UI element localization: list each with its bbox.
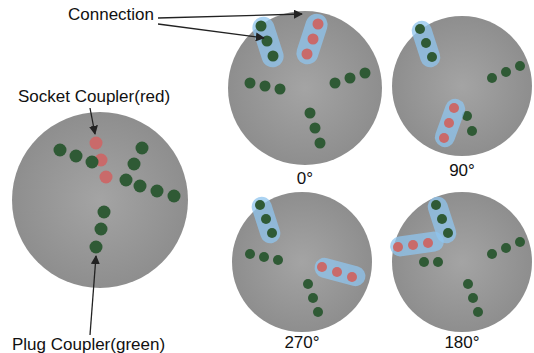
rotation-disc bbox=[389, 192, 532, 332]
rotation-disc bbox=[228, 11, 382, 165]
callout-label: Plug Coupler(green) bbox=[12, 336, 165, 353]
leader-line bbox=[90, 14, 302, 335]
rotation-disc bbox=[232, 192, 372, 332]
callout-label: Connection bbox=[68, 6, 154, 25]
rotation-disc bbox=[392, 16, 532, 156]
coupler-disc bbox=[12, 112, 188, 288]
callout-label: Socket Coupler(red) bbox=[18, 88, 170, 107]
angle-label: 270° bbox=[284, 334, 319, 353]
angle-label: 0° bbox=[297, 170, 313, 189]
angle-label: 180° bbox=[444, 334, 479, 353]
angle-label: 90° bbox=[449, 162, 475, 181]
